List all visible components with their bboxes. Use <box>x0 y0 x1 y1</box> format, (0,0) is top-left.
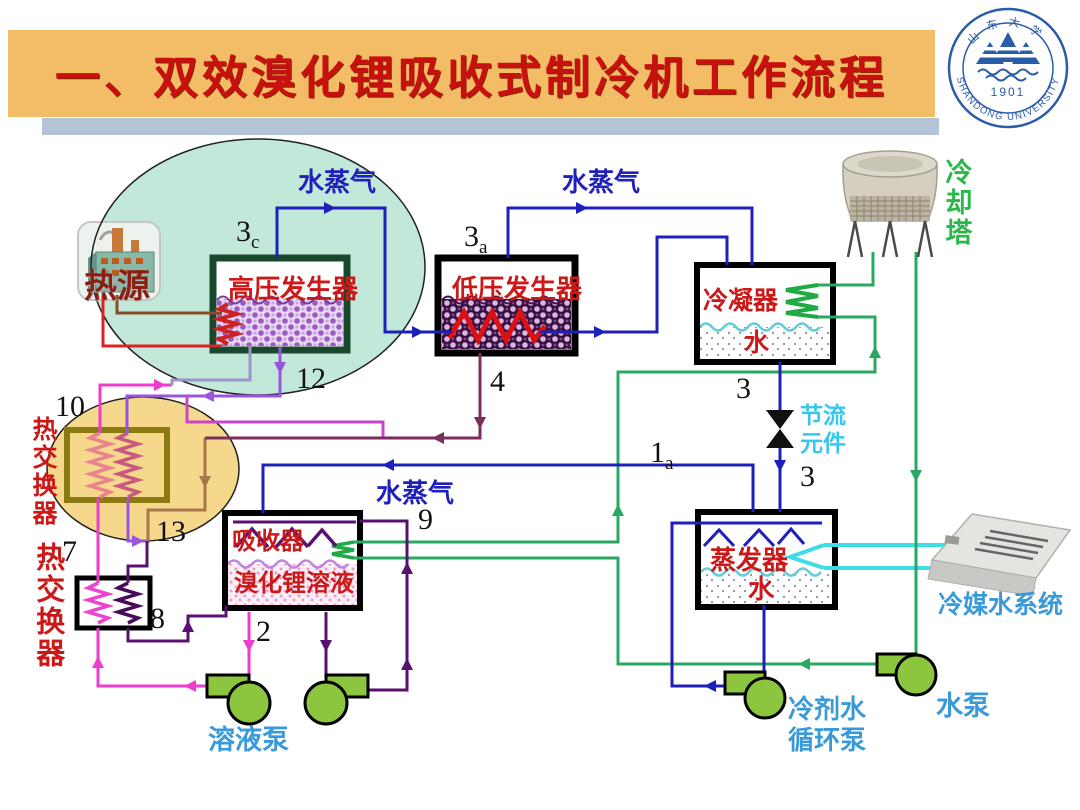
vapor-label-hp: 水蒸气 <box>298 167 377 197</box>
evaporator-label: 蒸发器 <box>710 545 789 575</box>
point-4: 4 <box>490 365 505 398</box>
condenser-box <box>694 262 836 365</box>
heat-supply-return-pipe <box>115 295 222 315</box>
heat-exchanger-7-box <box>74 575 153 631</box>
hp-generator-box <box>209 254 351 354</box>
cooling-tower-label: 冷却塔 <box>941 158 972 248</box>
point-2: 2 <box>256 615 271 648</box>
arrows-violet <box>132 362 286 547</box>
evaporator-water-label: 水 <box>748 574 775 604</box>
hp-generator-label: 高压发生器 <box>228 274 359 304</box>
evaporator-box <box>695 509 838 610</box>
arrows-blue <box>324 202 786 692</box>
absorber-label: 吸收器 <box>232 528 304 555</box>
refrigerant-circulation-pump <box>723 670 787 720</box>
throttle-valve <box>766 410 794 448</box>
weak-solution-grey-segment <box>170 347 252 385</box>
lp-return-tan-segment <box>146 438 207 543</box>
heat-source-icon <box>77 221 161 301</box>
heat-exchanger-lower-label: 热交换器 <box>31 542 64 670</box>
cooling-water-pipes <box>354 252 918 666</box>
solution-pump-1 <box>205 673 272 726</box>
point-10: 10 <box>55 390 85 423</box>
heat-supply-pipe <box>101 295 222 348</box>
solution-branch-pipe <box>185 396 385 438</box>
point-9: 9 <box>418 503 433 536</box>
vapor-label-evap: 水蒸气 <box>376 478 455 508</box>
chilled-water-system-label: 冷媒水系统 <box>938 591 1064 619</box>
solution-pump-2 <box>303 673 370 726</box>
point-1a: 1a <box>650 436 674 474</box>
water-pump-label: 水泵 <box>936 691 990 721</box>
libr-solution-label: 溴化锂溶液 <box>234 570 354 597</box>
arrows-green <box>612 346 922 670</box>
point-13: 13 <box>156 515 186 548</box>
point-3-evaporator: 3 <box>800 460 815 493</box>
point-12: 12 <box>296 362 326 395</box>
refrigerant-pump-label: 冷剂水 循环泵 <box>788 694 867 756</box>
solution-pump-label: 溶液泵 <box>208 725 289 755</box>
university-logo: 1901 山东大学 SHANDONG UNIVERSITY <box>947 7 1069 129</box>
condenser-label: 冷凝器 <box>703 287 779 315</box>
arrows-pink <box>92 379 255 692</box>
chilled-water-unit-image <box>927 513 1072 597</box>
title-banner: 一、双效溴化锂吸收式制冷机工作流程 <box>8 30 935 117</box>
lp-generator-label: 低压发生器 <box>452 274 583 304</box>
vapor-label-lp: 水蒸气 <box>562 167 641 197</box>
heat-source-label: 热源 <box>84 267 150 304</box>
point-7: 7 <box>62 535 77 568</box>
throttle-label: 节流 元件 <box>800 402 846 456</box>
page-title: 一、双效溴化锂吸收式制冷机工作流程 <box>54 53 888 103</box>
heat-exchanger-10-box <box>64 427 170 503</box>
refrigerant-pipes <box>261 206 822 688</box>
condenser-water-label: 水 <box>744 329 770 357</box>
point-8: 8 <box>150 602 165 635</box>
point-3-condenser: 3 <box>736 372 751 405</box>
heat-exchanger-upper-label: 热交换器 <box>29 416 57 528</box>
water-pump-symbol <box>875 652 938 697</box>
cooling-tower-image <box>842 150 938 258</box>
dark-solution-pipes <box>205 353 482 440</box>
divider-bar <box>42 118 939 135</box>
logo-year: 1901 <box>991 85 1026 99</box>
arrows-darkpurple <box>182 417 486 670</box>
point-3c: 3c <box>236 215 260 253</box>
arrow-tan <box>199 476 211 488</box>
point-3a: 3a <box>464 220 488 258</box>
weak-solution-pipes <box>96 383 251 688</box>
coils <box>81 283 819 625</box>
